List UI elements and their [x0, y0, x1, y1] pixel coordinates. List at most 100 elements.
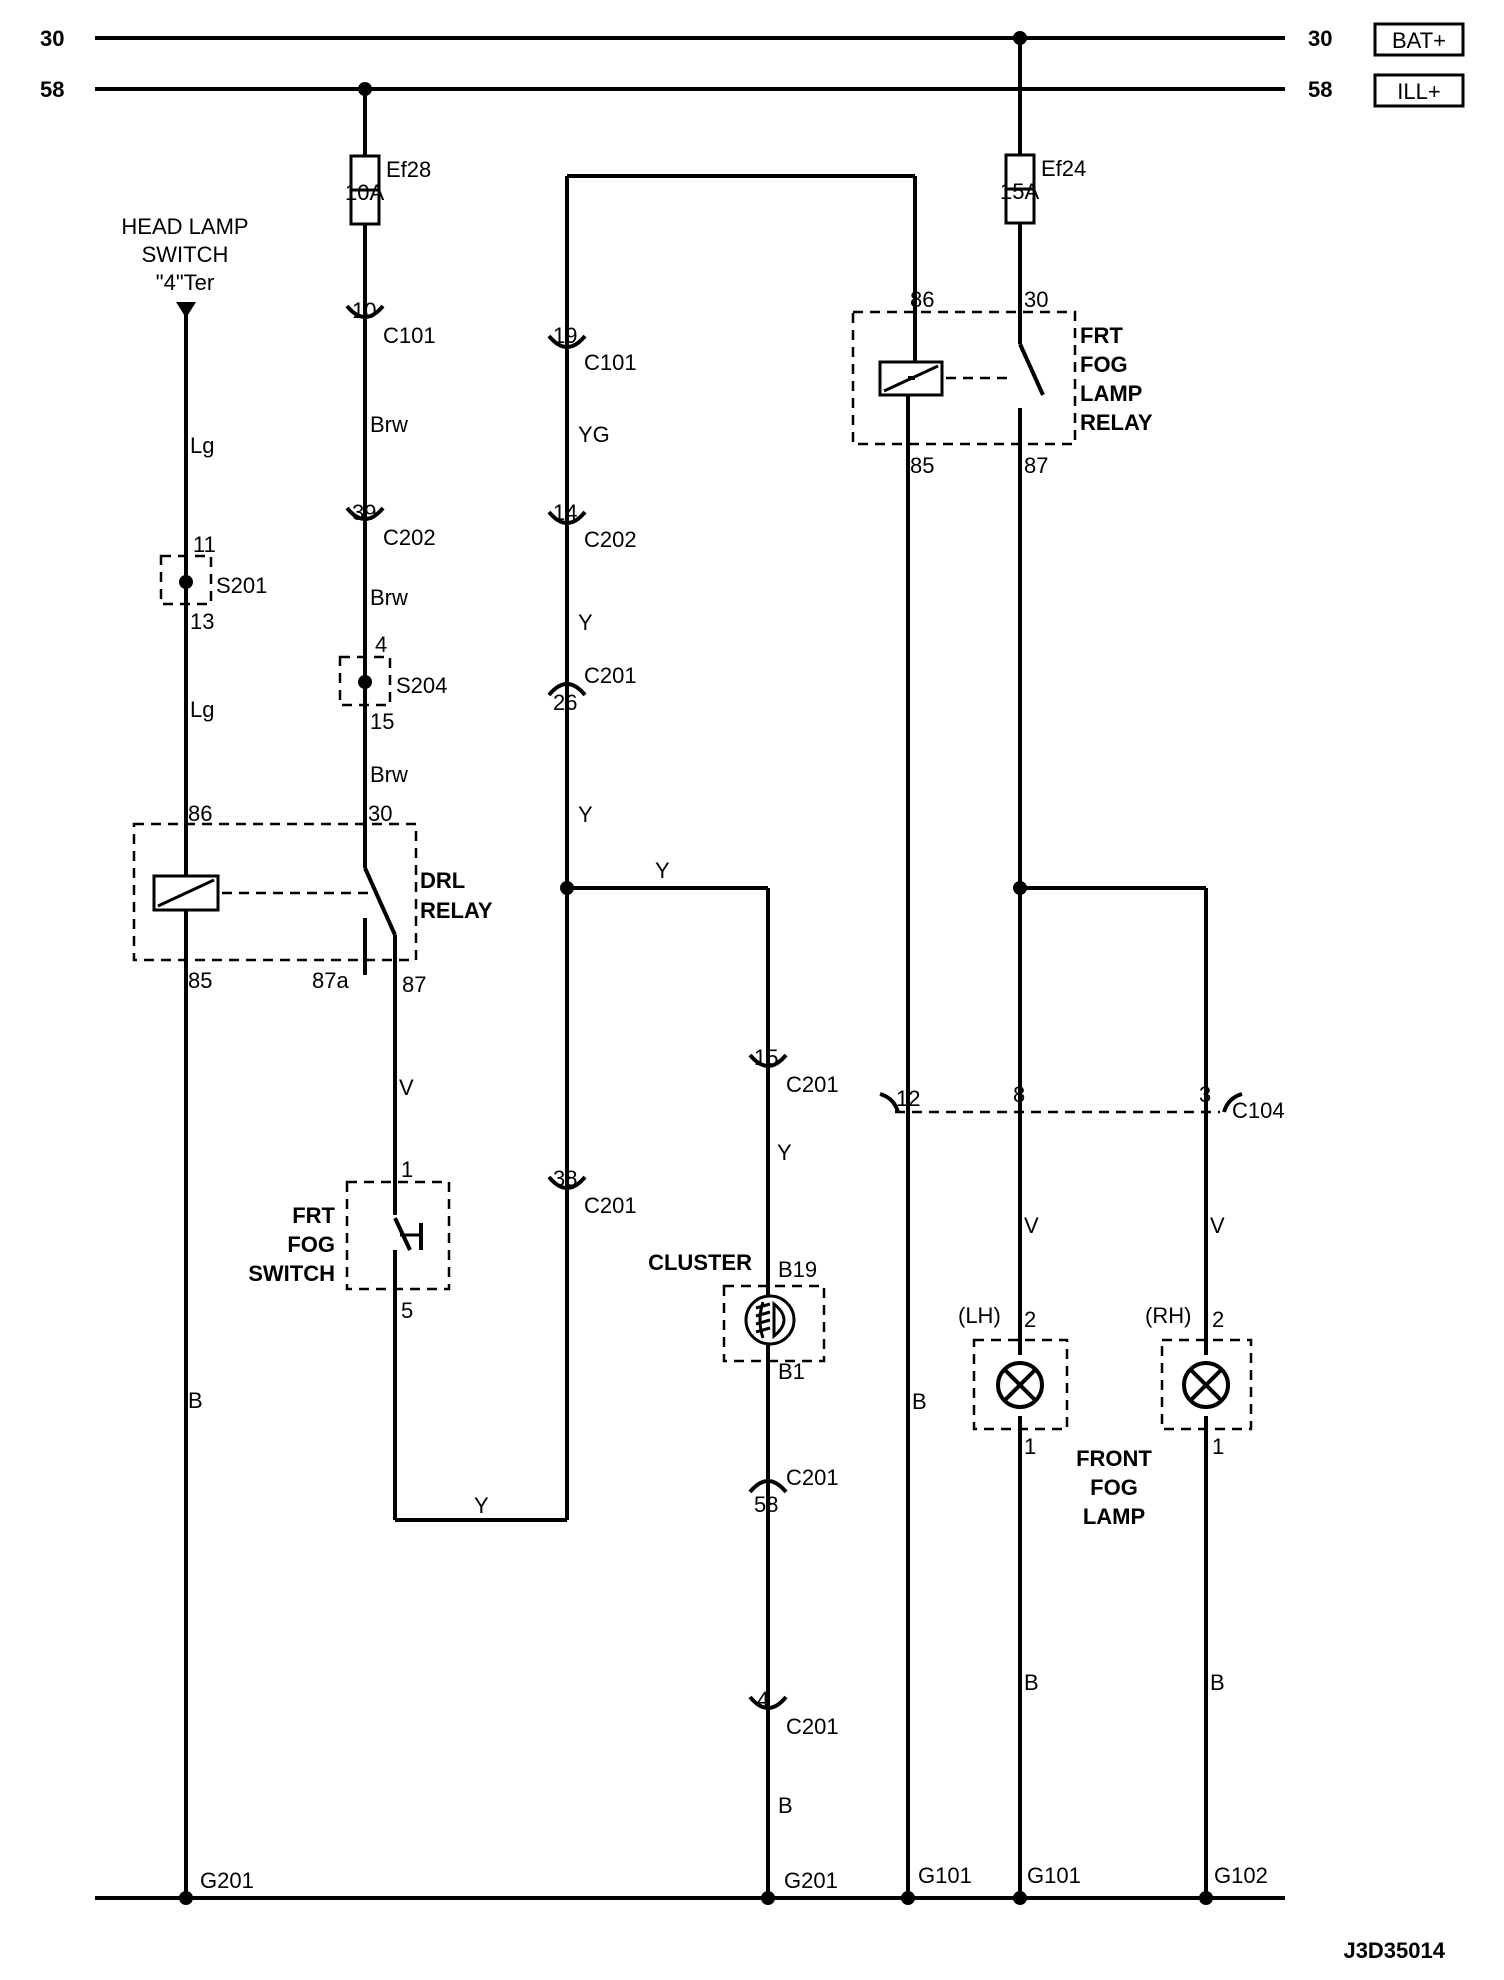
bat-rail-left-label: 30 [40, 26, 64, 51]
connector-c101-10-name: C101 [383, 323, 436, 348]
head-lamp-switch-label-1: HEAD LAMP [121, 214, 248, 239]
connector-c104-pin-8: 8 [1013, 1082, 1025, 1107]
connector-c201-4-icon [748, 1695, 788, 1710]
fog-lamp-circuit: Ef24 15A 12 8 3 C104 V V (LH) 2 1 B (RH)… [879, 38, 1285, 1898]
ground-label-g201-cluster: G201 [784, 1868, 838, 1893]
drl-pin-30: 30 [368, 801, 392, 826]
ill-rail-left-label: 58 [40, 77, 64, 102]
connector-c201-15-name: C201 [786, 1072, 839, 1097]
ground-label-g102-rh: G102 [1214, 1863, 1268, 1888]
fuse-ef28-rating: 10A [345, 180, 384, 205]
fog-switch-label-1: FRT [292, 1203, 335, 1228]
fog-lamp-rh-pin-1: 1 [1212, 1434, 1224, 1459]
fog-lamp-lh-pin-2: 2 [1024, 1307, 1036, 1332]
front-fog-lamp-label-1: FRONT [1076, 1446, 1152, 1471]
connector-c101-19-name: C101 [584, 350, 637, 375]
fog-relay: 86 30 85 87 FRT FOG LAMP RELAY [851, 287, 1153, 478]
drl-relay-label-1: DRL [420, 868, 465, 893]
connector-c202-14-icon [547, 510, 587, 525]
splice-s204-name: S204 [396, 673, 447, 698]
head-lamp-switch-label-2: SWITCH [142, 242, 229, 267]
fog-switch-box [345, 1180, 451, 1291]
ill-tag-box [1373, 73, 1465, 108]
splice-s204-bottom-pin: 15 [370, 709, 394, 734]
fog-relay-label-3: LAMP [1080, 381, 1142, 406]
drl-relay-label-2: RELAY [420, 898, 493, 923]
fog-relay-pin-86: 86 [910, 287, 934, 312]
fog-relay-label-1: FRT [1080, 323, 1123, 348]
connector-c104-pin-12: 12 [896, 1086, 920, 1111]
connector-c201-58-name: C201 [786, 1465, 839, 1490]
fuse-ef28-name: Ef28 [386, 157, 431, 182]
fog-relay-contact-icon [1018, 343, 1045, 396]
fog-lamp-lh-pin-1: 1 [1024, 1434, 1036, 1459]
fog-relay-pin-87: 87 [1024, 453, 1048, 478]
fuse-ef24-rating: 15A [1000, 179, 1039, 204]
splice-s201-bottom-pin: 13 [190, 609, 214, 634]
fog-relay-coil-circuit: 19 C101 YG 14 C202 Y 26 C201 Y Y 38 C201 [547, 174, 917, 1520]
splice-s204-box [338, 655, 392, 707]
splice-s204-dot [358, 675, 372, 689]
bat-rail-right-label: 30 [1308, 26, 1332, 51]
connector-c104-pin3-icon [1222, 1092, 1243, 1113]
wire-color-b-left: B [188, 1388, 203, 1413]
splice-s201-top-pin: 11 [193, 532, 216, 557]
connector-c201-38-pin: 38 [553, 1166, 577, 1191]
drl-pin-85: 85 [188, 968, 212, 993]
front-fog-lamp-label-3: LAMP [1083, 1504, 1145, 1529]
cluster-label: CLUSTER [648, 1250, 752, 1275]
drl-feed-circuit: Ef28 10A 10 C101 Brw 39 C202 Brw 4 S204 … [248, 89, 567, 1522]
fog-lamp-rh-pin-2: 2 [1212, 1307, 1224, 1332]
fog-relay-box [851, 310, 1077, 446]
cluster-pin-b19: B19 [778, 1257, 817, 1282]
diagram-code: J3D35014 [1343, 1938, 1445, 1963]
fog-switch-pin-5: 5 [401, 1298, 413, 1323]
connector-c101-19-icon [547, 334, 587, 349]
fog-lamp-lh-label: (LH) [958, 1303, 1001, 1328]
connector-c101-10-icon [345, 304, 385, 319]
fog-switch-label-2: FOG [287, 1232, 335, 1257]
fog-switch-label-3: SWITCH [248, 1261, 335, 1286]
connector-c101-10-pin: 10 [352, 298, 376, 323]
fog-switch-pin-1: 1 [401, 1157, 413, 1182]
connector-c201-58-icon [748, 1479, 788, 1494]
fog-relay-label-2: FOG [1080, 352, 1128, 377]
ground-label-g101-lh: G101 [1027, 1863, 1081, 1888]
fog-relay-pin-85: 85 [910, 453, 934, 478]
connector-c201-26-name: C201 [584, 663, 637, 688]
bat-tag-box [1373, 22, 1465, 57]
splice-s201-dot [179, 575, 193, 589]
wire-color-b-lh: B [1024, 1670, 1039, 1695]
ill-tag: ILL+ [1397, 79, 1440, 104]
splice-s201-box [159, 554, 213, 606]
splice-s201-name: S201 [216, 573, 267, 598]
ground-bus: G201 G201 G101 G101 G102 [95, 1863, 1285, 1905]
connector-c202-14-pin: 14 [553, 500, 577, 525]
connector-c202-39-icon [345, 506, 385, 521]
wire-color-y-cluster: Y [777, 1140, 792, 1165]
wire-color-y-bottom: Y [474, 1493, 489, 1518]
wire-color-yg: YG [578, 422, 610, 447]
ill-rail-right-label: 58 [1308, 77, 1332, 102]
drl-relay: 86 85 30 87a 87 DRL RELAY [132, 801, 493, 997]
connector-c104-name: C104 [1232, 1098, 1285, 1123]
wire-color-brw-1: Brw [370, 412, 408, 437]
fuse-ef24-name: Ef24 [1041, 156, 1086, 181]
wire-color-b-cluster: B [778, 1793, 793, 1818]
connector-c201-58-pin: 58 [754, 1492, 778, 1517]
connector-c201-26-icon [547, 682, 587, 697]
fog-relay-label-4: RELAY [1080, 410, 1153, 435]
connector-c104-pin12-icon [879, 1092, 900, 1113]
fog-relay-pin-30: 30 [1024, 287, 1048, 312]
fog-lamp-rh-label: (RH) [1145, 1303, 1191, 1328]
wire-color-lg-2: Lg [190, 697, 214, 722]
connector-c201-4-name: C201 [786, 1714, 839, 1739]
wire-color-v-switch: V [399, 1075, 414, 1100]
connector-c104-pin-3: 3 [1199, 1082, 1211, 1107]
wire-color-b-rh: B [1210, 1670, 1225, 1695]
wire-color-v-lh: V [1024, 1213, 1039, 1238]
wire-color-brw-3: Brw [370, 762, 408, 787]
drl-pin-86: 86 [188, 801, 212, 826]
connector-c201-4-pin: 4 [757, 1687, 769, 1712]
wire-color-y-2: Y [578, 802, 593, 827]
